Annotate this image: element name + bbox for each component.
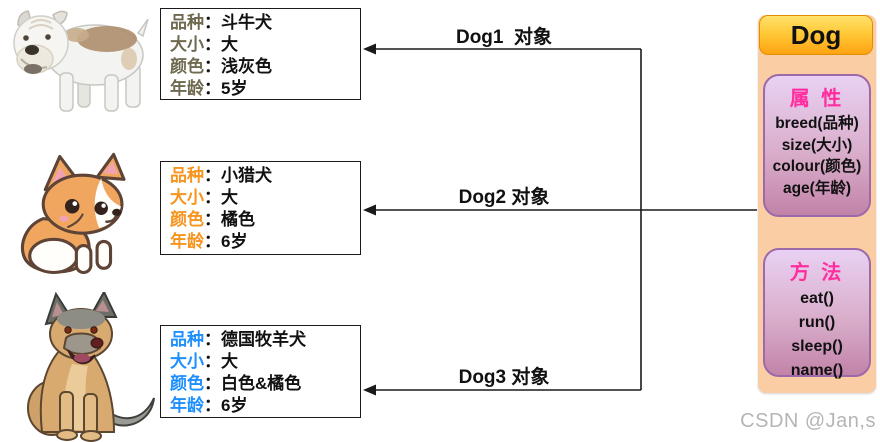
arrowhead-dog2 (363, 204, 376, 216)
field-row: 年龄：6岁 (170, 396, 248, 415)
field-row: 品种：德国牧羊犬 (170, 330, 306, 349)
field-row: 大小：大 (170, 35, 238, 54)
field-row: 颜色：浅灰色 (170, 57, 272, 76)
class-title: Dog (759, 15, 873, 55)
attributes-title: 属 性 (789, 88, 845, 110)
corgi-image (20, 152, 126, 275)
method-item: name() (790, 362, 844, 379)
method-item: eat() (800, 290, 834, 307)
field-row: 年龄：5岁 (170, 79, 248, 98)
dog2-values-box: 品种：小猎犬 大小：大 颜色：橘色 年龄：6岁 (160, 161, 361, 255)
german-shepherd-image (27, 292, 155, 442)
arrowhead-dog1 (363, 43, 376, 55)
field-row: 品种：小猎犬 (170, 166, 272, 185)
bulldog-image (13, 10, 149, 112)
field-row: 品种：斗牛犬 (170, 13, 272, 32)
field-row: 大小：大 (170, 188, 238, 207)
method-item: run() (798, 314, 836, 331)
dog2-arrow-label: Dog2 对象 (458, 187, 550, 208)
field-row: 年龄：6岁 (170, 232, 248, 251)
field-row: 颜色：橘色 (170, 210, 255, 229)
dog1-values-box: 品种：斗牛犬 大小：大 颜色：浅灰色 年龄：5岁 (160, 8, 361, 100)
methods-section: 方 法 eat() run() sleep() name() (763, 248, 871, 379)
dog3-arrow-label: Dog3 对象 (458, 367, 550, 388)
field-row: 大小：大 (170, 352, 238, 371)
field-row: 颜色：白色&橘色 (170, 374, 302, 393)
attribute-item: age(年龄) (782, 179, 852, 197)
dog1-arrow-label: Dog1 对象 (455, 27, 553, 48)
arrowhead-dog3 (363, 384, 376, 396)
attribute-item: size(大小) (781, 136, 853, 154)
dog3-values-box: 品种：德国牧羊犬 大小：大 颜色：白色&橘色 年龄：6岁 (160, 325, 361, 418)
attributes-section: 属 性 breed(品种) size(大小) colour(颜色) age(年龄… (763, 74, 871, 217)
attribute-item: breed(品种) (775, 115, 859, 132)
csdn-watermark: CSDN @Jan,s (740, 410, 876, 432)
methods-title: 方 法 (789, 262, 845, 284)
dog-class-box: Dog 属 性 breed(品种) size(大小) colour(颜色) ag… (758, 15, 876, 393)
method-item: sleep() (791, 338, 843, 355)
attribute-item: colour(颜色) (772, 158, 862, 175)
